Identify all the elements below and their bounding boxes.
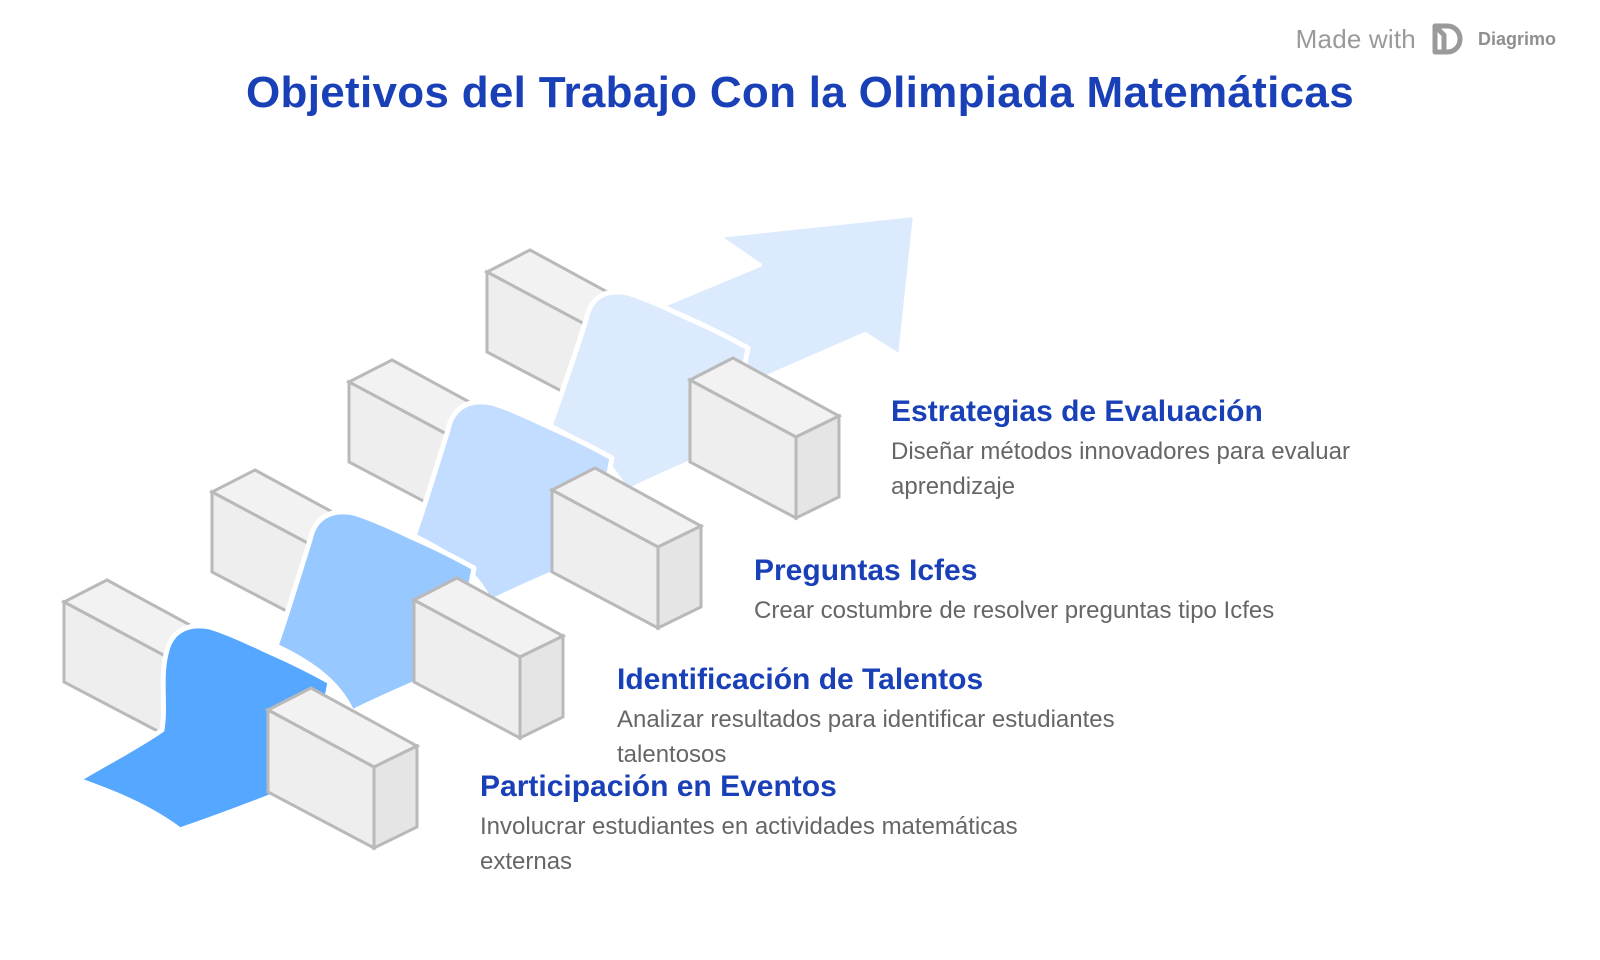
stair-step-1	[60, 578, 421, 851]
stair-step-2	[208, 468, 567, 741]
page-title: Objetivos del Trabajo Con la Olimpiada M…	[246, 68, 1354, 117]
diagrimo-logo-icon	[1432, 23, 1463, 55]
step-1-title: Participación en Eventos	[480, 770, 837, 803]
step-2-description: Analizar resultados para identificar est…	[617, 706, 1115, 769]
step-1-text: Participación en Eventos Involucrar estu…	[480, 769, 1100, 880]
step-1-description: Involucrar estudiantes en actividades ma…	[480, 813, 1018, 876]
step-3-text: Preguntas Icfes Crear costumbre de resol…	[754, 553, 1374, 629]
step-4-title: Estrategias de Evaluación	[891, 395, 1263, 428]
step-3-title: Preguntas Icfes	[754, 554, 978, 587]
step-2-text: Identificación de Talentos Analizar resu…	[617, 662, 1237, 773]
stair-step-3	[345, 358, 705, 631]
step-3-description: Crear costumbre de resolver preguntas ti…	[754, 597, 1275, 625]
watermark-brand: Diagrimo	[1477, 28, 1556, 49]
step-2-title: Identificación de Talentos	[617, 663, 984, 696]
step-4-description: Diseñar métodos innovadores para evaluar…	[891, 438, 1350, 501]
watermark: Made with Diagrimo	[1296, 22, 1556, 56]
watermark-made-with: Made with	[1295, 23, 1416, 54]
stair-step-4	[483, 248, 843, 521]
step-4-text: Estrategias de Evaluación Diseñar método…	[891, 394, 1511, 505]
